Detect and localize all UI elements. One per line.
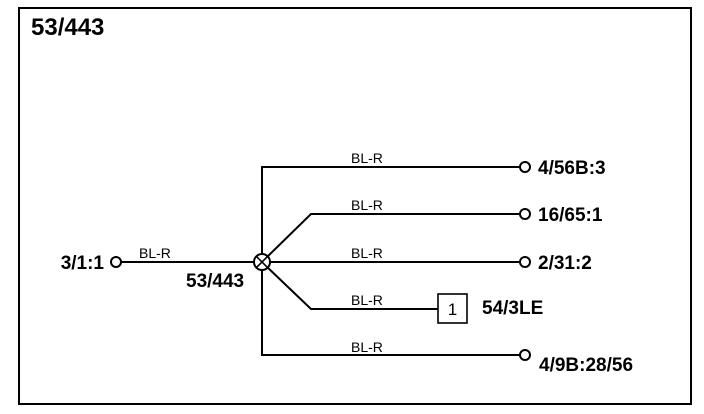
branch-connector-label-5: 4/9B:28/56 [539,355,633,376]
branch-terminal-5[interactable] [519,349,531,361]
branch-wire-label-2: BL-R [351,197,383,213]
branch-terminal-3[interactable] [519,256,531,268]
branch-wire-label-5: BL-R [351,339,383,355]
branch-wire-label-4: BL-R [351,292,383,308]
input-wire-label: BL-R [139,245,171,261]
input-terminal[interactable] [110,256,122,268]
branch-connector-label-4: 54/3LE [482,298,543,319]
branch-terminal-2[interactable] [519,208,531,220]
diagram-title: 53/443 [31,14,104,41]
branch-wire-4 [265,265,438,310]
branch-terminal-1[interactable] [519,161,531,173]
branch-box-number-4: 1 [448,300,457,319]
branch-wire-1 [261,166,520,256]
branch-wire-2 [265,213,520,259]
branch-box-4[interactable] [437,293,468,324]
input-connector-label: 3/1:1 [61,253,105,274]
branch-wire-label-3: BL-R [351,245,383,261]
branch-connector-label-2: 16/65:1 [538,205,603,226]
splice-symbol-icon[interactable] [253,253,271,271]
diagram-frame [18,7,692,405]
branch-connector-label-1: 4/56B:3 [538,158,606,179]
splice-label: 53/443 [186,271,244,292]
branch-wire-label-1: BL-R [351,150,383,166]
branch-connector-label-3: 2/31:2 [538,253,592,274]
branch-wire-5 [261,268,520,356]
